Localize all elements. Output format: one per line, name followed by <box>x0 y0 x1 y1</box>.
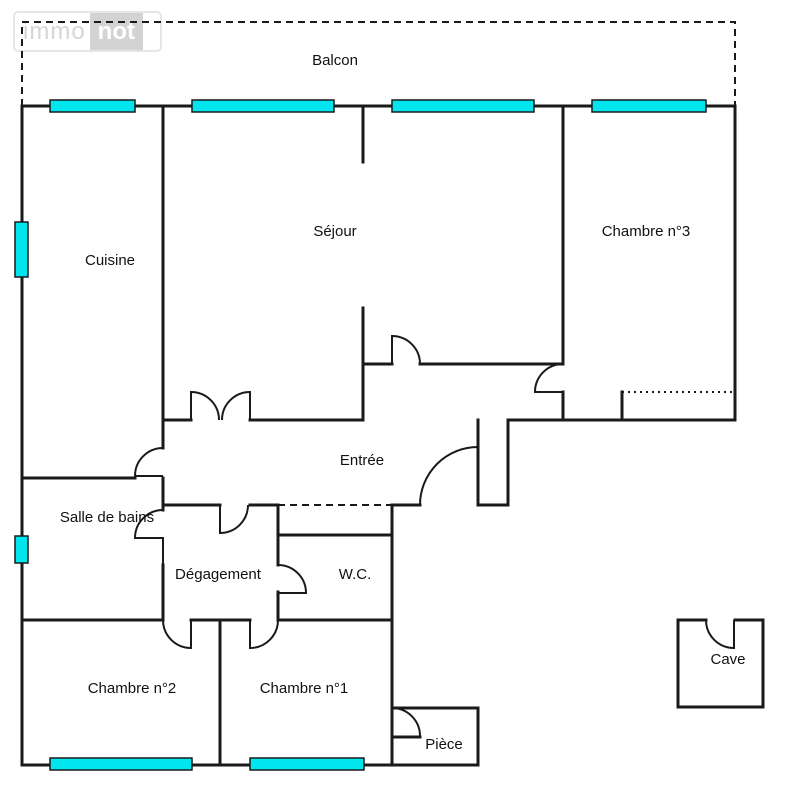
door-arc-cave <box>705 619 735 650</box>
door-arc-chambre2 <box>162 619 192 650</box>
exterior-wall <box>20 104 737 507</box>
door-arc-piece <box>391 707 421 737</box>
window-kitchen-west <box>14 221 29 278</box>
window-sejour-left <box>191 99 335 113</box>
door-arc-degagement-top <box>219 504 249 535</box>
label-sejour: Séjour <box>313 223 356 240</box>
door-arc-sejour-entry <box>391 334 421 365</box>
label-entree: Entrée <box>340 452 384 469</box>
window-bath-west <box>14 535 29 564</box>
window-chambre2 <box>49 757 193 771</box>
door-arc-chambre3 <box>533 363 564 393</box>
window-kitchen-north <box>49 99 136 113</box>
label-balcon: Balcon <box>312 52 358 69</box>
door-arc-wc <box>277 564 308 594</box>
cave-walls <box>676 618 765 709</box>
label-piece: Pièce <box>425 736 463 753</box>
label-chambre1: Chambre n°1 <box>260 680 349 697</box>
logo-text-not: not <box>89 13 143 50</box>
window-chambre3 <box>591 99 707 113</box>
door-arc-front <box>419 445 479 506</box>
window-chambre1 <box>249 757 365 771</box>
door-arc-kitchen <box>133 447 164 477</box>
label-chambre2: Chambre n°2 <box>88 680 177 697</box>
immonot-logo: immo not <box>13 11 162 52</box>
label-wc: W.C. <box>339 566 372 583</box>
label-cuisine: Cuisine <box>85 252 135 269</box>
door-arc-sejour-double-right <box>221 390 251 421</box>
piece-walls <box>390 706 480 767</box>
window-sejour-right <box>391 99 535 113</box>
door-arc-bath <box>133 509 164 565</box>
label-cave: Cave <box>710 651 745 668</box>
label-salle-de-bains: Salle de bains <box>60 509 154 526</box>
door-arc-chambre1 <box>249 619 279 650</box>
balcony-outline <box>21 21 736 106</box>
door-arc-sejour-double-left <box>190 390 220 421</box>
label-degagement: Dégagement <box>175 566 262 583</box>
label-chambre3: Chambre n°3 <box>602 223 691 240</box>
